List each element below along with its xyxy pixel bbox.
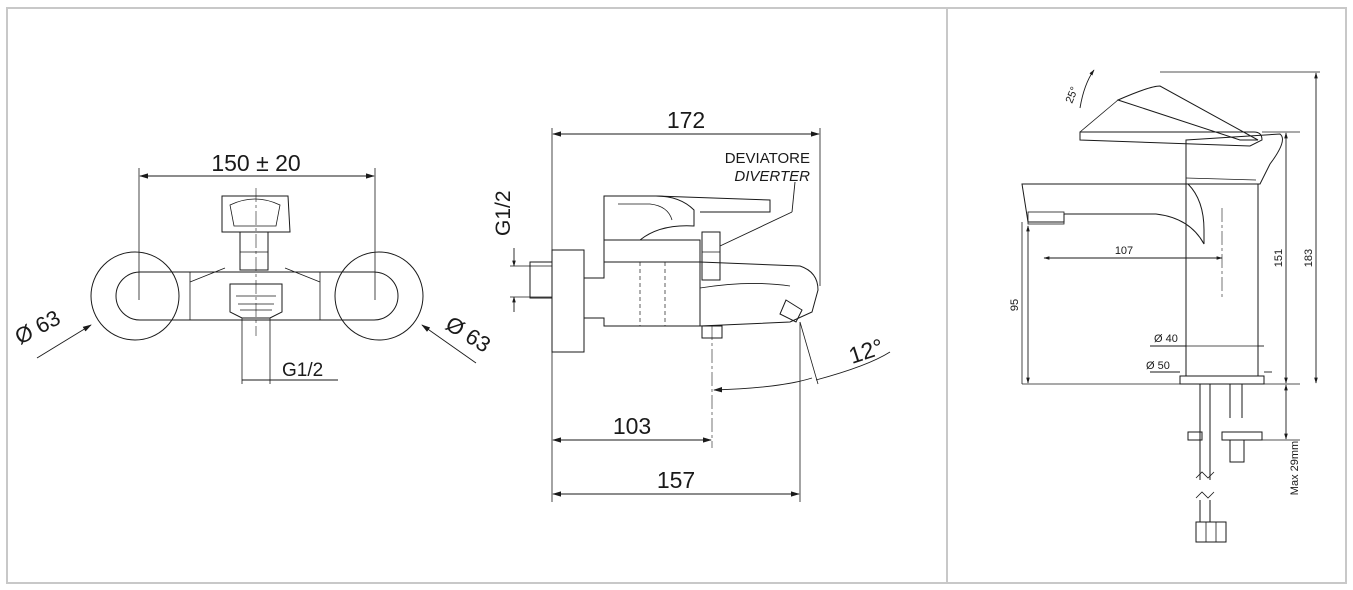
mixer-base: [1179, 375, 1265, 385]
dim-left-rosette-label: Ø 63: [11, 305, 65, 349]
dim-body-height-label: 151: [1273, 249, 1285, 267]
dim-spout-height-label: 95: [1009, 299, 1021, 311]
side-view: [510, 128, 891, 502]
right-rosette: [334, 251, 424, 341]
lever-closed: [1079, 131, 1263, 147]
dim-right-rosette-label: Ø 63: [441, 311, 495, 357]
dim-centers-label: 150 ± 20: [211, 150, 300, 176]
side-spout: [699, 261, 819, 327]
dim-total-height-label: 183: [1303, 249, 1315, 267]
dim-max-thickness-label: Max 29mm: [1289, 441, 1301, 495]
front-lever: [221, 195, 291, 233]
front-view: [36, 168, 477, 384]
lever-raised: [1116, 85, 1259, 141]
dim-body-diameter-label: Ø 40: [1154, 333, 1178, 345]
dim-handle-angle-label: 25°: [1064, 85, 1081, 105]
dim-thread-label: G1/2: [492, 190, 515, 236]
basin-mixer-view: [1021, 69, 1320, 543]
side-body: [583, 261, 701, 327]
diverter-label-it: DEVIATORE: [725, 150, 810, 167]
side-rosette: [551, 249, 585, 353]
left-rosette: [90, 251, 180, 341]
dim-reach-label: 107: [1115, 245, 1133, 257]
flexible-connector: [1195, 521, 1227, 543]
dim-spout-label: 103: [613, 413, 651, 439]
side-inlet-thread: [529, 261, 553, 299]
dim-outlet-label: G1/2: [282, 360, 323, 381]
diverter-label-en: DIVERTER: [734, 168, 810, 185]
dim-total-label: 157: [657, 467, 695, 493]
side-lever: [603, 195, 695, 241]
dim-base-diameter-label: Ø 50: [1146, 360, 1170, 372]
dim-angle-label: 12°: [846, 333, 887, 368]
mixer-body: [115, 271, 399, 321]
fixing-nut: [1221, 431, 1263, 441]
spout: [1021, 183, 1205, 245]
diverter-knob: [701, 231, 721, 281]
outer-frame: [6, 7, 1347, 584]
dim-length-label: 172: [667, 107, 705, 133]
mixer-head: [1185, 133, 1283, 185]
